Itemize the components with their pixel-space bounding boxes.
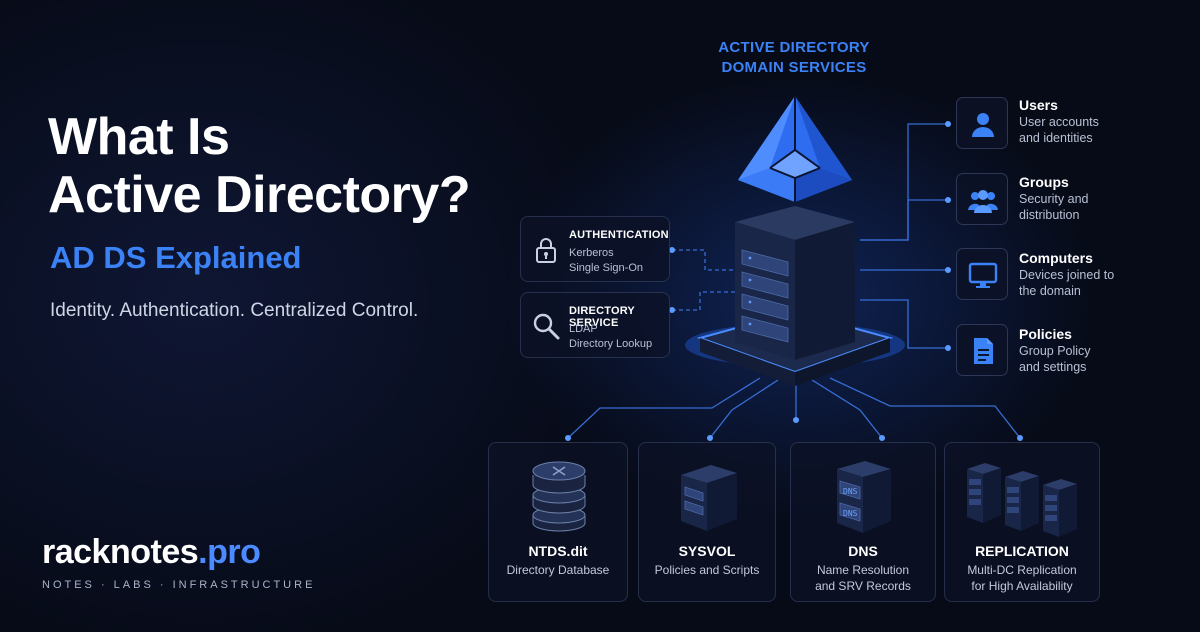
connector-directory-service [672,291,735,311]
component-title: SYSVOL [678,543,736,559]
component-card-ntds: NTDS.dit Directory Database [488,442,628,602]
object-computers: Computers Devices joined to the domain [1019,249,1189,299]
object-detail: the domain [1019,284,1081,298]
title-line-2: Active Directory? [48,166,471,224]
computers-icon-box [956,248,1008,300]
connector-ntds [567,377,761,439]
component-title: NTDS.dit [528,543,588,559]
connector-authentication [672,249,735,271]
object-groups: Groups Security and distribution [1019,173,1189,223]
object-title: Computers [1019,250,1093,266]
component-card-sysvol: SYSVOL Policies and Scripts [638,442,776,602]
connector-replication [829,377,1021,439]
component-detail: Policies and Scripts [654,563,760,577]
connector-groups [860,199,948,241]
policies-icon-box [956,324,1008,376]
groups-icon-box [956,173,1008,225]
object-detail: and identities [1019,131,1093,145]
user-icon [972,113,994,137]
lock-icon [536,238,556,263]
component-detail: Name Resolution [816,563,910,577]
users-icon-box [956,97,1008,149]
dns-server-icon: DNS DNS [837,461,891,533]
brand-logo: racknotes.pro [42,533,315,571]
object-title: Users [1019,97,1058,113]
brand: racknotes.pro NOTES · LABS · INFRASTRUCT… [42,533,315,591]
server-cluster-icon [967,463,1077,537]
object-policies: Policies Group Policy and settings [1019,325,1189,375]
dns-label: DNS [843,487,858,496]
magnifier-icon [533,313,560,340]
diagram-header-line-1: ACTIVE DIRECTORY [718,39,870,56]
object-title: Groups [1019,174,1069,190]
subtitle: AD DS Explained [50,240,302,275]
database-icon [532,461,586,532]
monitor-icon [968,262,998,288]
service-title: AUTHENTICATION [569,229,669,241]
service-detail: Directory Lookup [569,338,653,350]
server-icon [681,465,737,531]
object-detail: and settings [1019,360,1087,374]
service-card-authentication: AUTHENTICATION Kerberos Single Sign-On [520,216,670,282]
active-directory-logo-icon [738,96,852,202]
component-title: REPLICATION [975,543,1069,559]
component-card-replication: REPLICATION Multi-DC Replication for Hig… [944,442,1100,602]
brand-name-accent: .pro [198,533,261,571]
page-title: What Is Active Directory? [48,108,518,224]
component-detail: Multi-DC Replication [967,563,1077,577]
connector-sysvol [709,379,779,439]
connector-dns [811,379,883,439]
document-icon [974,338,993,364]
service-detail: Kerberos [569,247,614,259]
object-users: Users User accounts and identities [1019,96,1189,146]
service-detail: LDAP [569,323,598,335]
dns-label: DNS [843,509,858,518]
brand-name: racknotes [42,533,199,571]
component-card-dns: DNS DNS DNS Name Resolution and SRV Reco… [790,442,936,602]
object-detail: Devices joined to [1019,268,1115,282]
diagram-header-line-2: DOMAIN SERVICES [721,59,867,76]
object-detail: Security and [1019,192,1089,206]
component-title: DNS [848,543,878,559]
object-detail: Group Policy [1019,344,1091,358]
service-card-directory-service: DIRECTORY SERVICE LDAP Directory Lookup [520,292,670,358]
brand-tagline: NOTES · LABS · INFRASTRUCTURE [42,579,316,591]
tagline: Identity. Authentication. Centralized Co… [50,300,419,321]
diagram-header: ACTIVE DIRECTORY DOMAIN SERVICES [694,38,894,78]
connector-users [860,123,948,241]
service-detail: Single Sign-On [569,262,643,274]
title-line-1: What Is [48,108,230,166]
object-detail: User accounts [1019,115,1099,129]
connector-policies [860,299,948,349]
component-detail: Directory Database [506,563,610,577]
component-detail: and SRV Records [815,579,911,593]
component-detail: for High Availability [971,579,1073,593]
domain-controller-server-icon [685,96,905,386]
group-icon [968,190,998,213]
object-detail: distribution [1019,208,1080,222]
service-title: DIRECTORY SERVICE [569,305,635,329]
object-title: Policies [1019,326,1072,342]
